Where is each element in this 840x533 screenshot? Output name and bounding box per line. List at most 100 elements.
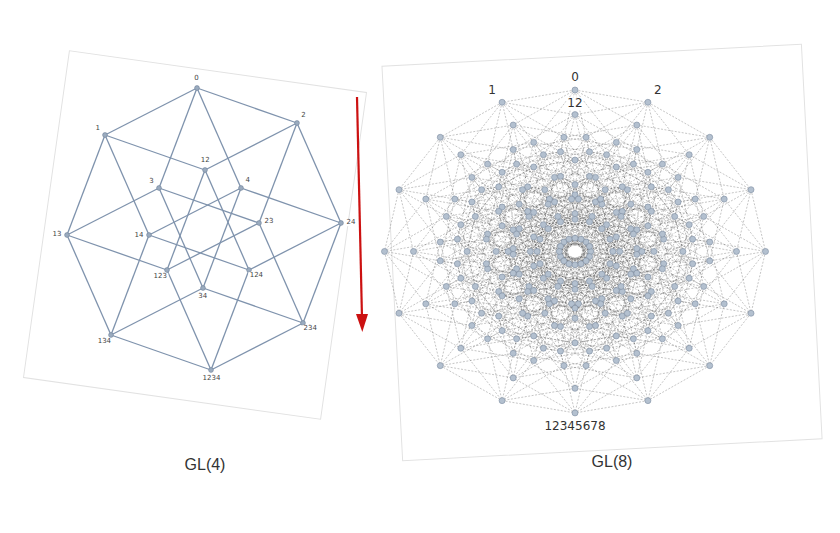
graph-edge — [564, 125, 637, 137]
graph-edge — [616, 336, 689, 348]
graph-edge — [413, 199, 454, 251]
graph-edge — [678, 177, 751, 189]
graph-vertex — [659, 161, 665, 167]
graph-edge — [472, 249, 513, 301]
graph-edge — [678, 301, 751, 313]
graph-edge — [461, 142, 534, 154]
graph-edge — [564, 366, 637, 378]
graph-vertex — [587, 324, 593, 330]
graph-edge — [631, 204, 704, 216]
graph-vertex — [556, 248, 562, 254]
graph-vertex — [618, 283, 624, 289]
graph-vertex — [561, 258, 567, 264]
graph-edge — [637, 125, 710, 137]
graph-edge — [502, 388, 575, 400]
graph-vertex — [634, 375, 640, 381]
graph-edge — [668, 313, 709, 365]
graph-vertex — [551, 298, 557, 304]
graph-vertex — [423, 301, 429, 307]
graph-vertex — [239, 186, 244, 191]
graph-edge — [259, 223, 303, 323]
graph-vertex — [472, 213, 478, 219]
graph-vertex — [443, 213, 449, 219]
graph-edge — [637, 249, 678, 301]
graph-edge — [689, 313, 751, 348]
graph-vertex — [469, 298, 475, 304]
graph-vertex — [607, 236, 613, 242]
graph-edge — [710, 199, 725, 261]
graph-vertex — [572, 410, 578, 416]
graph-edge — [455, 199, 517, 234]
graph-vertex — [587, 278, 593, 284]
graph-edge — [513, 353, 586, 365]
graph-edge — [637, 249, 710, 261]
graph-edge — [662, 199, 724, 234]
graph-vertex — [587, 348, 593, 354]
graph-edge — [105, 135, 149, 235]
graph-edge — [105, 88, 197, 135]
graph-vertex — [645, 274, 651, 280]
graph-vertex — [531, 209, 537, 215]
graph-edge — [648, 137, 710, 172]
graph-vertex — [721, 301, 727, 307]
vertex-label: 134 — [97, 338, 112, 346]
graph-vertex — [437, 363, 443, 369]
graph-vertex — [645, 293, 651, 299]
graph-vertex — [610, 248, 616, 254]
vertex-label: 12 — [200, 157, 211, 165]
graph-vertex — [613, 164, 619, 170]
graph-vertex — [583, 258, 589, 264]
graph-vertex — [607, 261, 613, 267]
graph-edge — [384, 190, 399, 252]
graph-edge — [724, 199, 765, 251]
graph-vertex — [485, 336, 491, 342]
graph-vertex — [572, 281, 578, 287]
graph-vertex — [257, 221, 262, 226]
graph-edge — [751, 190, 766, 252]
graph-edge — [384, 251, 425, 303]
graph-edge — [554, 301, 627, 313]
graph-edge — [502, 318, 575, 330]
graph-edge — [502, 90, 575, 102]
graph-vertex — [572, 211, 578, 217]
graph-vertex — [648, 208, 654, 214]
graph-edge — [710, 304, 725, 366]
graph-vertex — [617, 248, 623, 254]
graph-vertex — [496, 208, 502, 214]
vertex-label: 14 — [134, 232, 145, 240]
graph-edge — [651, 187, 724, 199]
graph-edge — [426, 304, 441, 366]
graph-vertex — [557, 173, 563, 179]
graph-vertex — [604, 275, 610, 281]
graph-vertex — [555, 283, 561, 289]
graph-edge — [440, 366, 513, 378]
red-arrow — [356, 97, 368, 332]
graph-vertex — [103, 133, 108, 138]
graph-vertex — [479, 187, 485, 193]
graph-vertex — [545, 271, 551, 277]
vertex-label: 1 — [487, 85, 497, 98]
graph-edge — [440, 261, 502, 296]
graph-vertex — [675, 199, 681, 205]
graph-caption: GL(4) — [185, 456, 226, 474]
graph-vertex — [458, 345, 464, 351]
graph-vertex — [575, 196, 581, 202]
graph-edge — [472, 326, 513, 378]
graph-edge — [502, 348, 543, 400]
graph-edge — [303, 223, 341, 323]
graph-edge — [528, 187, 601, 199]
graph-edge — [440, 249, 513, 261]
graph-vertex — [587, 173, 593, 179]
graph-edge — [297, 123, 341, 223]
graph-edge — [67, 235, 167, 270]
graph-vertex — [665, 187, 671, 193]
graph-vertex — [604, 152, 610, 158]
vertex-label: 2 — [300, 112, 306, 120]
graph-edge — [648, 296, 689, 348]
graph-edge — [426, 137, 441, 199]
vertex-label: 23 — [263, 218, 274, 226]
graph-edge — [517, 152, 590, 164]
graph-vertex — [561, 363, 567, 369]
graph-vertex — [458, 222, 464, 228]
graph-vertex — [645, 398, 651, 404]
